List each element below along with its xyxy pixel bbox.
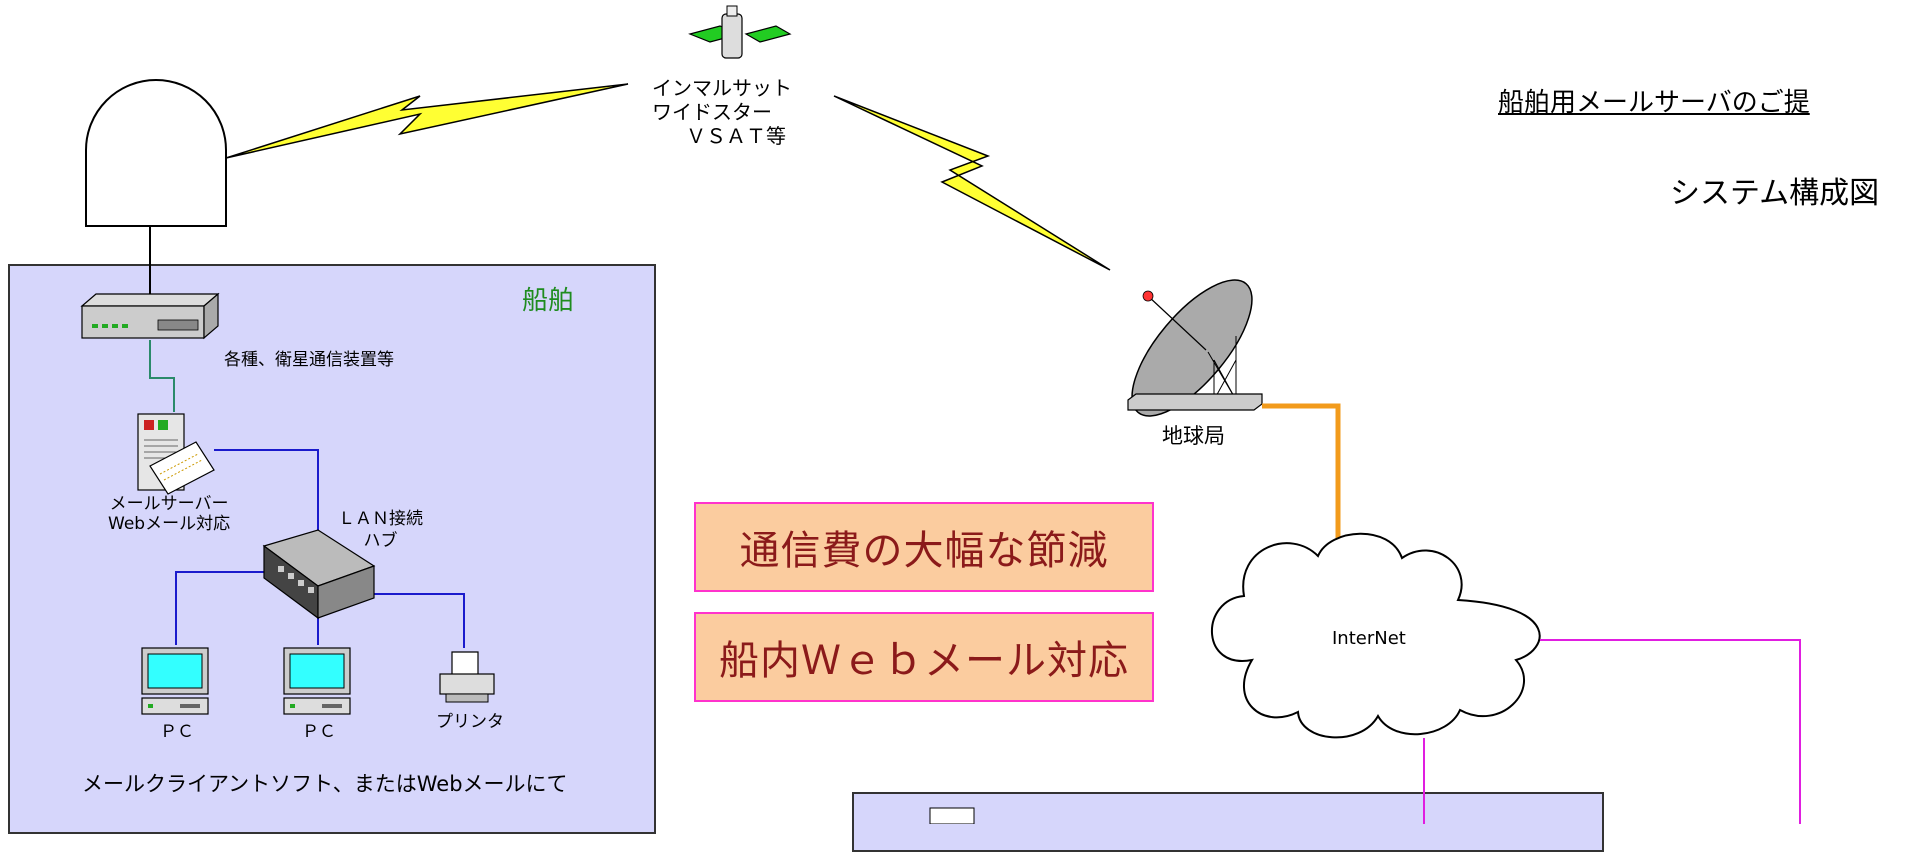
internet-to-server-line-right bbox=[1540, 639, 1801, 824]
printer-icon bbox=[439, 651, 495, 703]
ground-station-dish-icon bbox=[1127, 279, 1263, 417]
internet-label: InterNet bbox=[1332, 628, 1406, 649]
mail-server-label-line-1: メールサーバー bbox=[109, 494, 229, 514]
satellite-icon bbox=[688, 5, 792, 59]
lan-hub-icon bbox=[262, 529, 376, 620]
satellite-link-bolt-right bbox=[833, 95, 1111, 271]
satellite-label: インマルサット ワイドスター ＶＳＡＴ等 bbox=[652, 76, 792, 148]
hub-label-line-1: ＬＡＮ接続 bbox=[338, 509, 423, 529]
internet-cloud-icon bbox=[1210, 532, 1541, 739]
ship-section-label: 船舶 bbox=[522, 286, 575, 316]
network-diagram bbox=[80, 5, 1801, 824]
pc-2-icon bbox=[283, 647, 351, 715]
comm-device-label: 各種、衛星通信装置等 bbox=[224, 350, 394, 370]
page-title: 船舶用メールサーバのご提 bbox=[1498, 88, 1810, 118]
mail-server-label: メールサーバー Webメール対応 bbox=[108, 494, 230, 534]
ground-station-label: 地球局 bbox=[1162, 424, 1225, 448]
server-region-icon bbox=[929, 807, 975, 824]
callout-cost-reduction: 通信費の大幅な節減 bbox=[694, 502, 1154, 592]
envelope-icon bbox=[149, 441, 215, 495]
satellite-comm-device-icon bbox=[80, 292, 220, 340]
page-subtitle: システム構成図 bbox=[1670, 176, 1880, 211]
hub-label-line-2: ハブ bbox=[363, 531, 398, 551]
satellite-label-line-1: インマルサット bbox=[652, 76, 792, 100]
ship-footer-note: メールクライアントソフト、またはWebメールにて bbox=[82, 772, 568, 796]
device-to-server-line bbox=[149, 340, 175, 412]
pc-1-label: ＰＣ bbox=[160, 722, 194, 742]
satellite-link-bolt-left bbox=[225, 83, 629, 159]
satellite-label-line-2: ワイドスター bbox=[652, 100, 772, 124]
lan-lines bbox=[175, 449, 465, 648]
ground-to-internet-line bbox=[1262, 403, 1341, 548]
ship-antenna-dome-icon bbox=[85, 79, 227, 227]
printer-label: プリンタ bbox=[436, 712, 504, 732]
pc-2-label: ＰＣ bbox=[302, 722, 336, 742]
mail-server-label-line-2: Webメール対応 bbox=[108, 514, 231, 534]
hub-label: ＬＡＮ接続 ハブ bbox=[338, 508, 423, 552]
satellite-label-line-3: ＶＳＡＴ等 bbox=[686, 124, 786, 148]
pc-1-icon bbox=[141, 647, 209, 715]
callout-webmail-support: 船内Ｗｅｂメール対応 bbox=[694, 612, 1154, 702]
